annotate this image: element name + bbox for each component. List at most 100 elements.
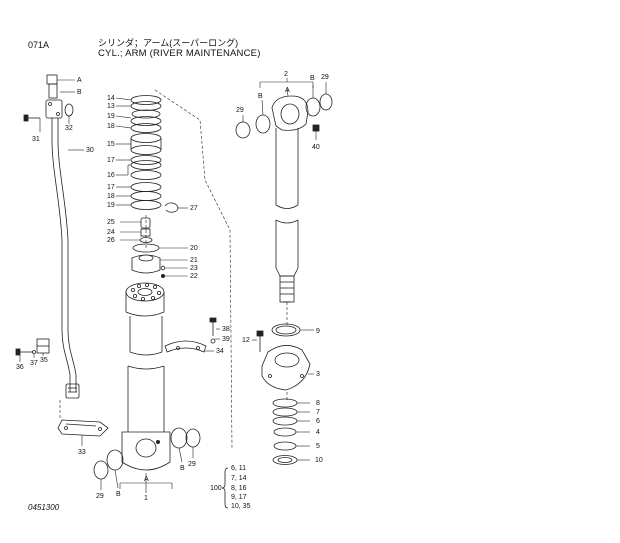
callout-c-14: 14 xyxy=(107,95,115,102)
part-16-b xyxy=(130,170,162,180)
tube-bottom-eye xyxy=(121,431,171,471)
callout-c-31: 31 xyxy=(32,136,40,143)
callout-c-26: 26 xyxy=(107,237,115,244)
part-22 xyxy=(160,273,165,278)
guide-right xyxy=(154,89,233,449)
callout-c-10: 10 xyxy=(315,457,323,464)
callout-c-16: 16 xyxy=(107,172,115,179)
bushing-b-rod-right xyxy=(305,97,321,117)
callout-c-19b: 19 xyxy=(107,202,115,209)
callout-c-33: 33 xyxy=(78,449,86,456)
seal-29-right xyxy=(185,428,201,448)
callout-c-27: 27 xyxy=(190,205,198,212)
washer-39 xyxy=(210,338,216,344)
flange-bolt-hole xyxy=(48,102,52,106)
leader-19 xyxy=(115,115,132,119)
callout-c-23: 23 xyxy=(190,265,198,272)
bolt-36-head xyxy=(15,348,21,356)
callout-c-b2: B xyxy=(116,491,121,498)
pipe-tube-left-edge xyxy=(51,118,71,392)
part-21-bore xyxy=(138,254,154,262)
callout-c-32: 32 xyxy=(65,125,73,132)
head-bolt-hole xyxy=(132,293,137,298)
callout-c-6: 6 xyxy=(316,418,320,425)
callout-c-a2: A xyxy=(144,476,149,483)
part-23 xyxy=(160,265,166,271)
part-16-a xyxy=(130,160,162,170)
gland-hole xyxy=(268,374,272,378)
callout-c-38: 38 xyxy=(222,326,230,333)
rod-break-lower xyxy=(275,219,299,224)
cylinder-head-bottom xyxy=(125,311,165,317)
seal-10-inner xyxy=(277,457,293,463)
cylinder-head-bore xyxy=(137,288,153,296)
rod-eye-head xyxy=(271,95,309,131)
head-bolt-hole xyxy=(152,284,157,289)
leader-14 xyxy=(115,97,132,101)
part-15-top xyxy=(130,133,162,143)
callout-c-34: 34 xyxy=(216,348,224,355)
pipe-tube-right-edge xyxy=(57,118,77,392)
title-english: CYL.; ARM (RIVER MAINTENANCE) xyxy=(98,48,261,59)
head-bolt-hole xyxy=(136,283,141,288)
callout-c-36: 36 xyxy=(16,364,24,371)
callout-c-3: 3 xyxy=(316,371,320,378)
kit-row-4: 9, 17 xyxy=(231,494,247,501)
tube-break-lower xyxy=(127,365,165,370)
bracket-33-line xyxy=(65,423,97,427)
callout-labels: A B 31 32 30 14 13 19 18 15 17 16 17 18 … xyxy=(16,71,329,510)
callout-c-30: 30 xyxy=(86,147,94,154)
piston-stack xyxy=(130,95,179,278)
leader-lines xyxy=(19,78,327,493)
part-25 xyxy=(140,217,151,229)
pipe-assembly xyxy=(15,74,109,437)
drawing-number: 0451300 xyxy=(28,503,60,512)
page-code: 071A xyxy=(28,40,50,50)
callout-c-22: 22 xyxy=(190,273,198,280)
gland-hole xyxy=(300,374,304,378)
leader-b2 xyxy=(114,469,119,489)
kit-row-2: 7, 14 xyxy=(231,475,247,482)
callout-c-15: 15 xyxy=(107,141,115,148)
callout-c-12: 12 xyxy=(242,337,250,344)
gland-assembly xyxy=(256,323,311,465)
rod-threaded-end xyxy=(279,275,295,303)
pipe-bottom-fitting xyxy=(65,383,80,399)
tube-break xyxy=(129,351,163,356)
part-18-b xyxy=(130,191,162,201)
callout-c-b1: B xyxy=(77,89,82,96)
pipe-fitting-body xyxy=(48,83,58,99)
part-15-bottom xyxy=(130,145,162,155)
callout-c-21: 21 xyxy=(190,257,198,264)
callout-c-1: 1 xyxy=(144,495,148,502)
head-bolt-hole xyxy=(140,296,145,301)
callout-c-35: 35 xyxy=(40,357,48,364)
part-27 xyxy=(164,202,179,213)
callout-c-39: 39 xyxy=(222,336,230,343)
part-17-b xyxy=(130,182,162,192)
bracket-hole xyxy=(98,427,102,431)
part-19 xyxy=(130,116,162,126)
kit-row-3: 8, 16 xyxy=(231,485,247,492)
callout-c-2: 2 xyxy=(284,71,288,78)
bolt-31-head xyxy=(23,114,29,122)
seal-4 xyxy=(273,427,297,437)
callout-c-18a: 18 xyxy=(107,123,115,130)
head-bolt-hole xyxy=(130,287,135,292)
rod-eye-bore xyxy=(280,103,300,125)
pipe-fitting xyxy=(46,74,58,85)
seal-6 xyxy=(272,416,298,426)
callout-c-20: 20 xyxy=(190,245,198,252)
callout-c-24: 24 xyxy=(107,229,115,236)
callout-c-25: 25 xyxy=(107,219,115,226)
part-17 xyxy=(130,155,162,165)
seal-5 xyxy=(273,441,297,451)
callout-c-17b: 17 xyxy=(107,184,115,191)
callout-c-7: 7 xyxy=(316,409,320,416)
bushing-b-right xyxy=(170,427,188,449)
part-21-nut xyxy=(131,254,161,274)
kit-brace xyxy=(221,467,229,509)
callout-c-18b: 18 xyxy=(107,193,115,200)
part-9-inner xyxy=(275,325,297,335)
seal-8 xyxy=(272,398,298,408)
